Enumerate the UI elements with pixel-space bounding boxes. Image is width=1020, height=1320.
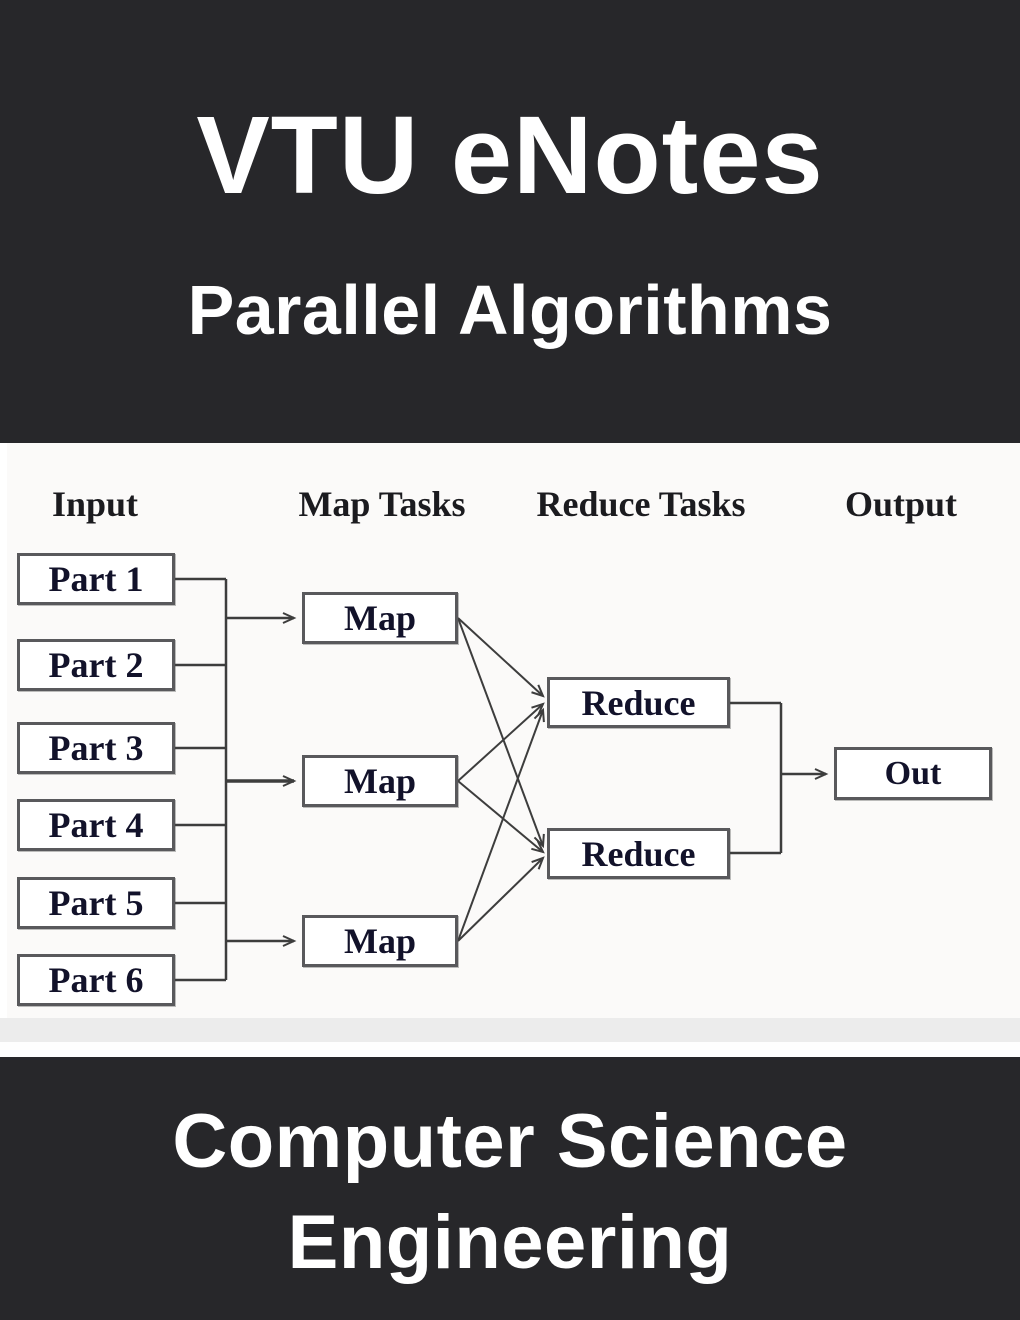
- map-to-reduce-arrows: [457, 617, 545, 942]
- out-box: Out: [834, 747, 992, 800]
- part-box-5: Part 5: [17, 877, 175, 929]
- part-box-4: Part 4: [17, 799, 175, 851]
- scan-left-strip: [0, 443, 7, 1018]
- reduce-box-1: Reduce: [547, 677, 730, 728]
- collector-to-map-arrows: [226, 612, 297, 947]
- top-banner: VTU eNotes Parallel Algorithms: [0, 0, 1020, 443]
- input-collector-lines: [175, 577, 228, 982]
- mapreduce-diagram: Input Map Tasks Reduce Tasks Output: [0, 443, 1020, 1057]
- column-header-map-tasks: Map Tasks: [298, 484, 466, 524]
- column-header-output: Output: [844, 484, 958, 524]
- scan-gray-band: [0, 1018, 1020, 1042]
- part-box-2: Part 2: [17, 639, 175, 691]
- column-header-input: Input: [51, 484, 139, 524]
- bottom-banner: Computer Science Engineering: [0, 1057, 1020, 1320]
- footer-line-2: Engineering: [287, 1200, 733, 1285]
- column-header-reduce-tasks: Reduce Tasks: [536, 484, 746, 524]
- scan-white-band: [0, 1042, 1020, 1057]
- footer-line-1: Computer Science: [172, 1099, 848, 1184]
- map-box-1: Map: [302, 592, 458, 644]
- part-box-3: Part 3: [17, 722, 175, 774]
- banner-title: VTU eNotes: [196, 94, 824, 217]
- reduce-to-out-lines: [728, 701, 829, 855]
- part-box-6: Part 6: [17, 954, 175, 1006]
- flow-lines: [175, 577, 829, 982]
- banner-subtitle: Parallel Algorithms: [187, 271, 833, 349]
- reduce-box-2: Reduce: [547, 828, 730, 879]
- part-box-1: Part 1: [17, 553, 175, 605]
- map-box-2: Map: [302, 755, 458, 807]
- map-box-3: Map: [302, 915, 458, 967]
